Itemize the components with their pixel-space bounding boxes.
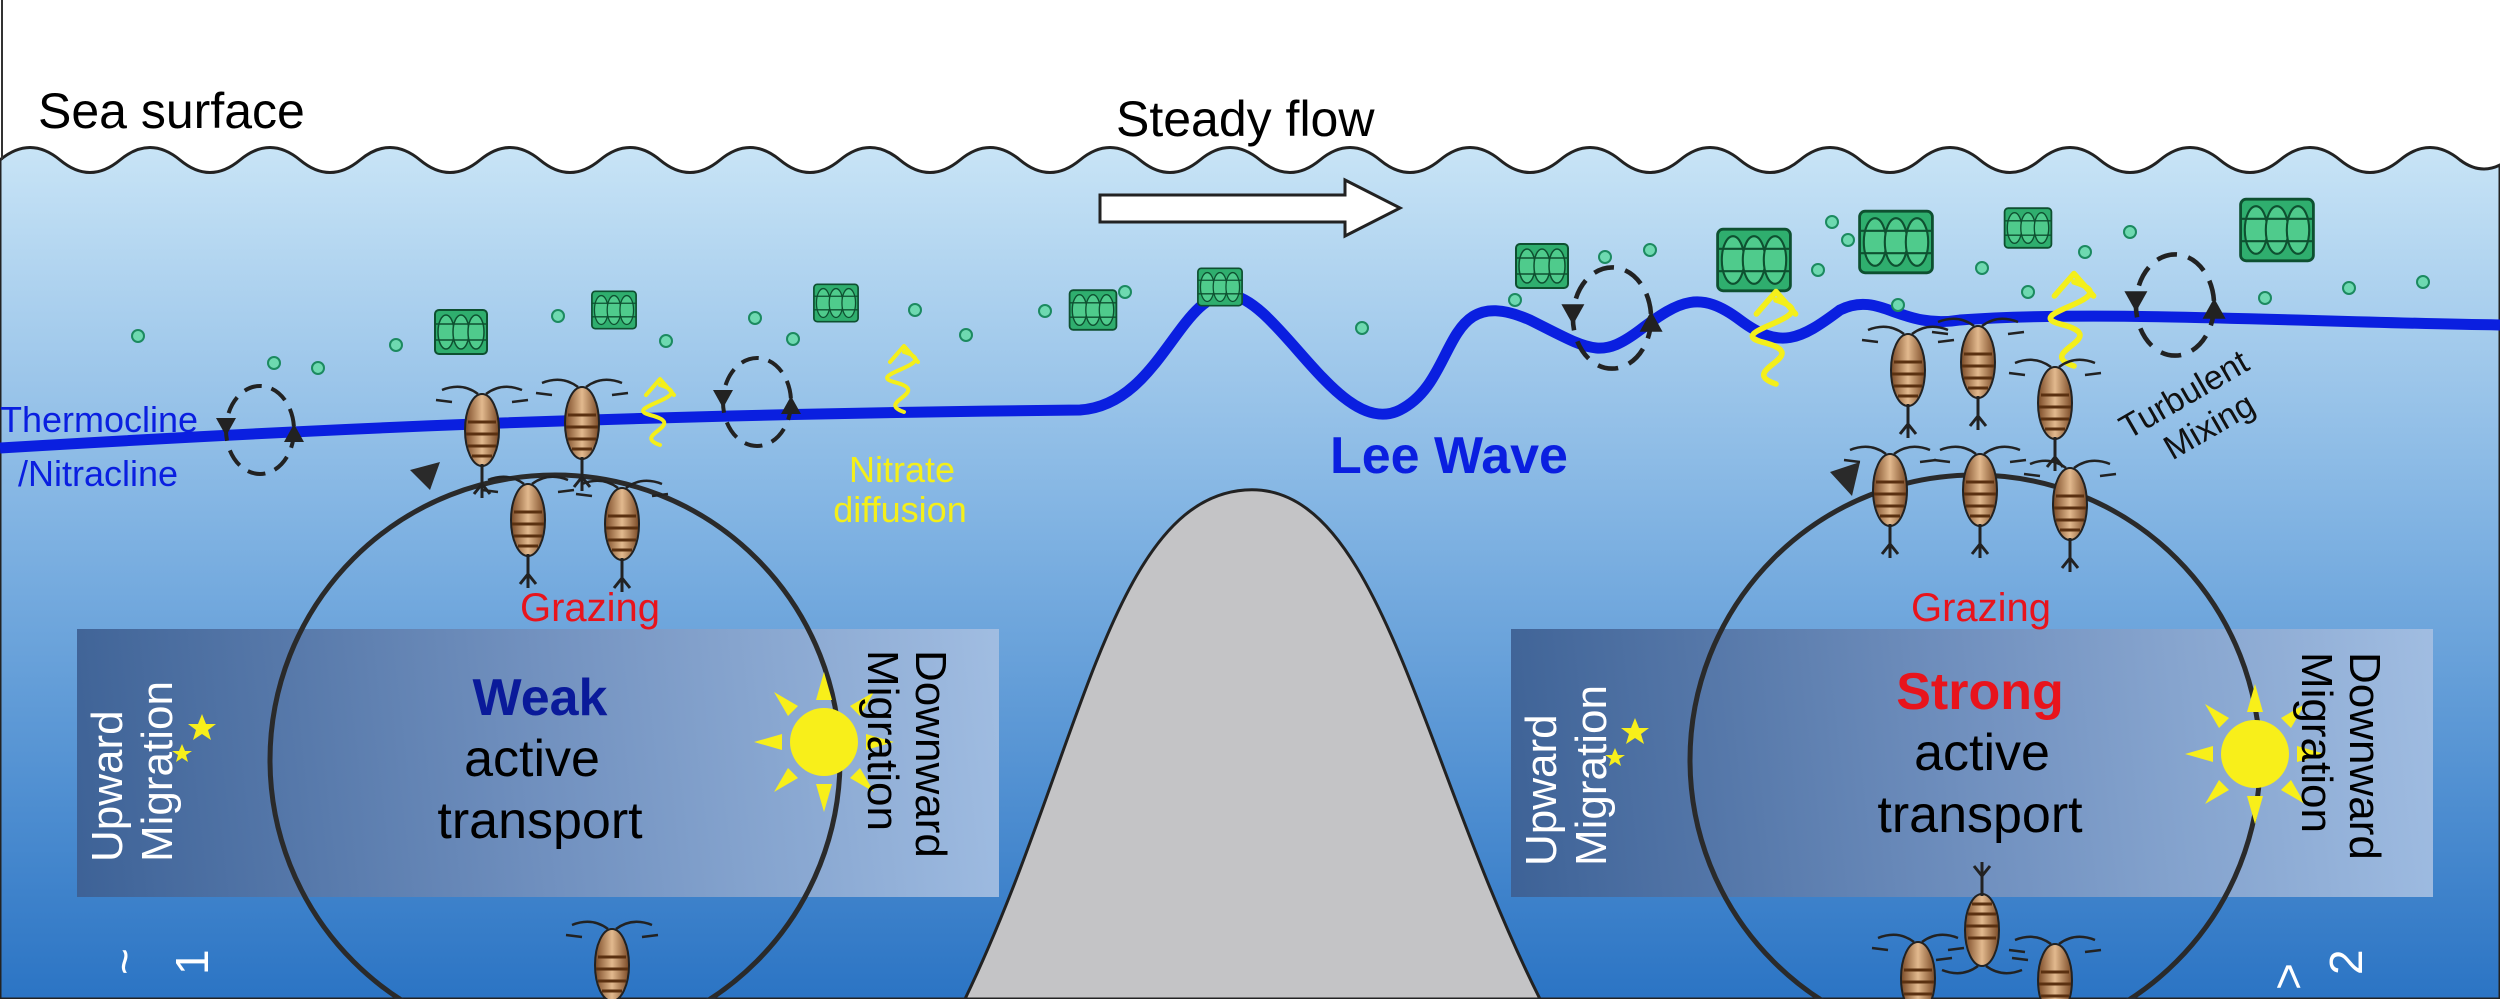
nitrate-label: Nitrate [849, 449, 955, 490]
left-cycle-arrowhead [410, 462, 440, 490]
left-strength-label: Weak [473, 669, 608, 727]
migration-label: Migration [133, 681, 182, 862]
seamount [963, 488, 1542, 999]
nutrient-dot [551, 309, 565, 323]
nutrient-dot [2021, 285, 2035, 299]
diatom-chain [2003, 207, 2053, 249]
nutrient-dot [1841, 233, 1855, 247]
diatom-chain [2239, 197, 2315, 263]
nutrient-dot [908, 303, 922, 317]
left-upward-migration: Upward Migration [83, 681, 182, 862]
downward-label: Downward [2340, 652, 2389, 860]
nutrient-dot [748, 311, 762, 325]
nutrient-dot [311, 361, 325, 375]
nutrient-dot [389, 338, 403, 352]
thermocline-line [0, 289, 2500, 454]
right-grazing-label: Grazing [1911, 586, 2051, 630]
nutrient-dot [131, 329, 145, 343]
left-transport-label: transport [437, 792, 643, 850]
diatom-chain [1716, 227, 1792, 293]
nutrient-dot [1891, 298, 1905, 312]
nutrient-dot [2258, 291, 2272, 305]
nutrient-dot [2342, 281, 2356, 295]
right-downward-migration: Downward Migration [2292, 652, 2389, 860]
left-grazing-label: Grazing [520, 586, 660, 630]
nutrient-dot [2123, 225, 2137, 239]
upward-label: Upward [1517, 714, 1566, 866]
diatom-chain [591, 290, 637, 330]
lee-wave-label: Lee Wave [1330, 427, 1568, 485]
migration-label: Migration [858, 650, 907, 831]
migration-label: Migration [1567, 685, 1616, 866]
steady-flow-arrow [1098, 177, 1404, 239]
left-ratio-value: 1 [166, 949, 218, 975]
migration-label: Migration [2292, 652, 2341, 833]
nutrient-dot [1118, 285, 1132, 299]
nutrient-dot [1825, 215, 1839, 229]
right-upward-migration: Upward Migration [1517, 685, 1616, 866]
nutrient-dot [1643, 243, 1657, 257]
diatom-chain [813, 283, 859, 323]
nutrient-dot [2416, 275, 2430, 289]
downward-label: Downward [906, 650, 955, 858]
right-active-label: active [1914, 724, 2050, 782]
nutrient-dot [959, 328, 973, 342]
left-active-label: active [464, 730, 600, 788]
thermocline-label: Thermocline [0, 399, 198, 440]
nutrient-dot [1598, 250, 1612, 264]
nutrient-dot [1975, 261, 1989, 275]
steady-flow-label: Steady flow [1116, 91, 1375, 147]
diatom-chain [1858, 209, 1934, 275]
right-ratio-prefix: > [2262, 963, 2314, 990]
left-downward-migration: Downward Migration [858, 650, 955, 858]
right-transport-label: transport [1877, 786, 2083, 844]
diatom-chain [1515, 243, 1569, 289]
nutrient-dot [267, 356, 281, 370]
diatom-chain [1068, 289, 1118, 331]
upward-label: Upward [83, 710, 132, 862]
nutrient-dot [659, 334, 673, 348]
right-strength-label: Strong [1896, 663, 2064, 721]
nutrient-dot [1508, 293, 1522, 307]
diatom-chain [1197, 267, 1243, 307]
diatom-chain [434, 309, 488, 355]
right-cycle-arrowhead [1830, 462, 1860, 496]
nutrient-dot [1811, 263, 1825, 277]
nutrient-dot [1038, 304, 1052, 318]
nitracline-label: /Nitracline [18, 453, 178, 494]
diffusion-label: diffusion [833, 489, 966, 530]
sea-surface-label: Sea surface [38, 83, 305, 139]
right-ratio-value: 2 [2320, 949, 2372, 975]
nutrient-dot [1355, 321, 1369, 335]
left-ratio-prefix: ~ [98, 948, 150, 975]
nutrient-dot [786, 332, 800, 346]
nutrient-dot [2078, 245, 2092, 259]
